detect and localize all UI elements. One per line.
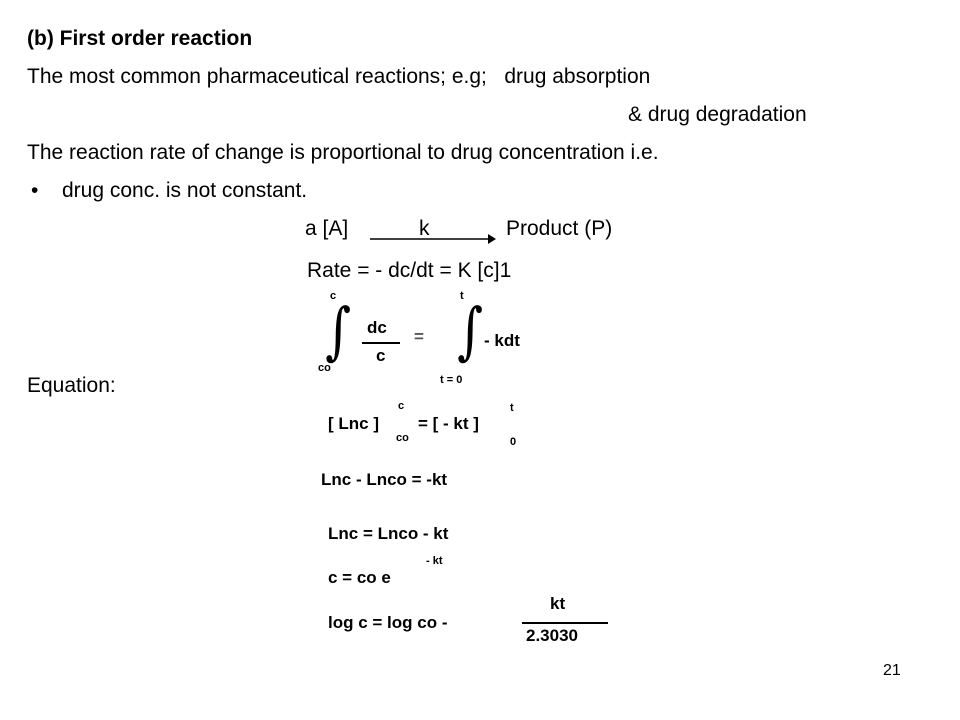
integral-2-sign: ∫ [457,294,484,367]
integral-1-lower: co [318,362,331,374]
equals-sign: = [414,327,424,346]
slide-title: (b) First order reaction [27,27,253,50]
equation-label: Equation: [27,374,116,397]
fraction-1-denominator: c [376,346,386,365]
eq2-lower-limit: co [396,432,409,444]
scheme-rate-constant: k [419,217,430,240]
eq2-right: = [ - kt ] [418,414,479,433]
equation-6-numerator: kt [550,594,566,613]
integral-2-body: - kdt [484,331,520,350]
rate-law: Rate = - dc/dt = K [c]1 [307,259,512,282]
reaction-arrow-icon [370,234,496,244]
fraction-1-numerator: dc [367,318,387,337]
equation-6-fraction-bar [522,622,608,624]
bullet-dot-icon: • [31,179,39,202]
body-line-1: The most common pharmaceutical reactions… [27,65,651,88]
equation-3: Lnc - Lnco = -kt [321,470,448,489]
eq2-lower-limit-2: 0 [510,436,517,448]
body-line-3: The reaction rate of change is proportio… [27,141,659,164]
scheme-product: Product (P) [506,217,613,240]
eq2-left: [ Lnc ] [328,414,379,433]
body-line-2: & drug degradation [628,103,807,126]
eq2-upper-limit: c [398,400,405,412]
bullet-text: drug conc. is not constant. [62,179,308,202]
integral-2-upper: t [460,290,464,302]
integral-2-lower: t = 0 [440,374,463,386]
equation-6: log c = log co - [328,613,448,632]
equation-5-exponent: - kt [426,555,443,567]
scheme-reactant: a [A] [305,217,349,240]
eq2-upper-limit-2: t [510,402,514,414]
equation-5: c = co e [328,568,391,587]
equation-6-denominator: 2.3030 [526,626,578,645]
integral-1-upper: c [330,290,337,302]
fraction-1-bar [362,342,400,344]
equation-4: Lnc = Lnco - kt [328,524,449,543]
page-number: 21 [883,662,901,679]
integral-1-sign: ∫ [325,294,352,367]
